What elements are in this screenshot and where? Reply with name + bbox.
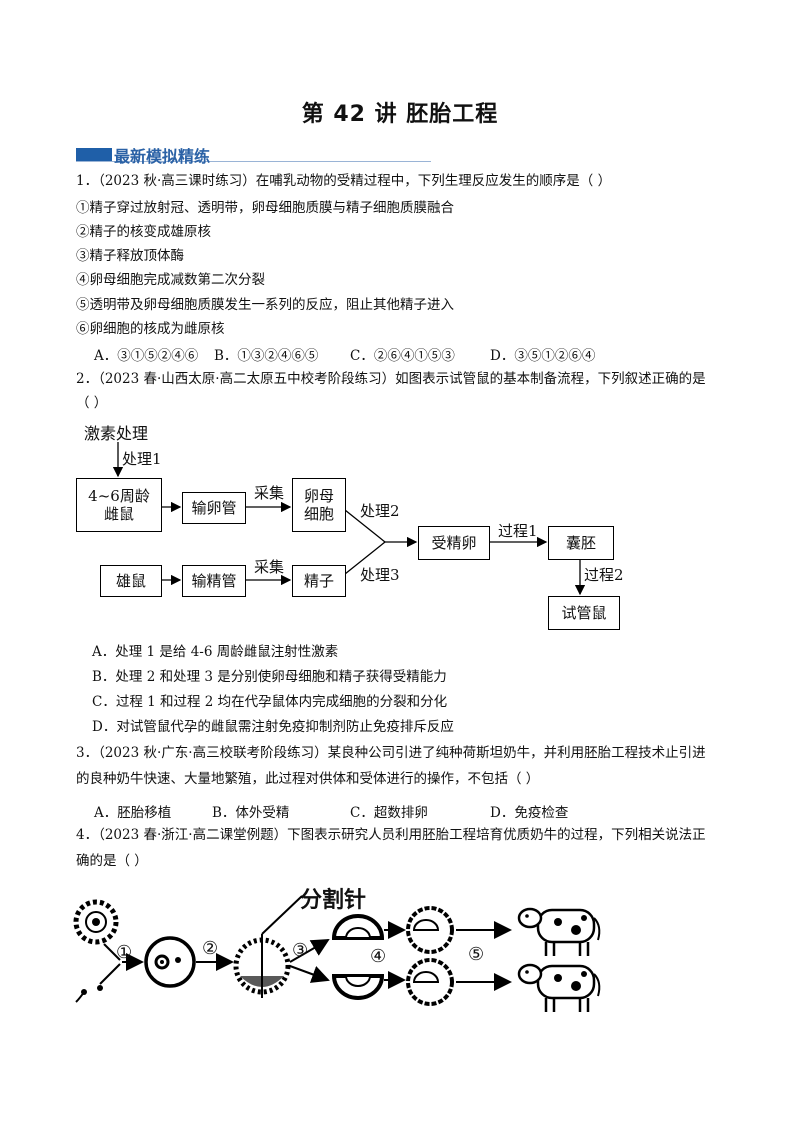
treat1-label: 处理1 <box>122 450 162 468</box>
q3-option-a: A．胚胎移植 <box>94 805 172 821</box>
section-underline <box>76 161 431 162</box>
step-3-label: ③ <box>292 940 309 961</box>
embryo-top-restored <box>406 906 454 954</box>
section-header: 最新模拟精练 <box>76 145 436 167</box>
section-bar-decoration <box>76 148 112 161</box>
male-mouse-box: 雄鼠 <box>100 565 162 597</box>
half-embryo-bottom <box>331 974 385 1000</box>
embryo-split-diagram: 分割针 <box>0 880 800 1030</box>
q3-stem-cont: 的良种奶牛快速、大量地繁殖，此过程对供体和受体进行的操作，不包括（ ） <box>76 771 540 787</box>
q1-item: ②精子的核变成雄原核 <box>76 224 211 240</box>
blastocyst-box: 囊胚 <box>548 526 614 560</box>
half-embryo-top <box>331 914 385 940</box>
treat3-label: 处理3 <box>360 566 400 584</box>
q3-stem: 3．（2023 秋·广东·高三校联考阶段练习）某良种公司引进了纯种荷斯坦奶牛，并… <box>76 745 706 761</box>
oocyte-illustration <box>73 899 119 945</box>
step-1-label: ① <box>116 942 133 963</box>
page-title: 第 42 讲 胚胎工程 <box>301 102 499 127</box>
q1-option-c: C．②⑥④①⑤③ <box>350 348 455 364</box>
embryo-illustration <box>73 895 601 1012</box>
oocyte-box: 卵母 细胞 <box>292 478 346 532</box>
collect1-label: 采集 <box>254 484 285 502</box>
step-2-label: ② <box>202 938 219 959</box>
needle-label: 分割针 <box>300 888 367 913</box>
step-5-label: ⑤ <box>468 944 485 965</box>
q1-option-a: A．③①⑤②④⑥ <box>94 348 199 364</box>
test-mouse-box: 试管鼠 <box>548 596 620 630</box>
treat2-label: 处理2 <box>360 502 400 520</box>
q1-item: ⑥卵细胞的核成为雌原核 <box>76 321 225 337</box>
q3-option-d: D．免疫检查 <box>490 805 569 821</box>
q1-stem: 1．（2023 秋·高三课时练习）在哺乳动物的受精过程中，下列生理反应发生的顺序… <box>76 173 612 189</box>
q1-item: ③精子释放顶体酶 <box>76 248 184 264</box>
q4-stem: 4．（2023 春·浙江·高二课堂例题）下图表示研究人员利用胚胎工程培育优质奶牛… <box>76 827 706 843</box>
collect2-label: 采集 <box>254 558 285 576</box>
sperm-box: 精子 <box>292 565 346 597</box>
vas-box: 输精管 <box>182 565 246 597</box>
hormone-label: 激素处理 <box>84 424 149 443</box>
female-mouse-box: 4~6周龄 雌鼠 <box>76 478 162 532</box>
cow-icon <box>517 963 601 1012</box>
cow-icon <box>517 907 601 956</box>
q2-option-d: D．对试管鼠代孕的雌鼠需注射免疫抑制剂防止免疫排斥反应 <box>92 719 454 735</box>
process1-label: 过程1 <box>498 522 538 540</box>
section-label: 最新模拟精练 <box>114 147 211 166</box>
sperm-illustration <box>75 985 103 1003</box>
q1-item: ①精子穿过放射冠、透明带，卵母细胞质膜与精子细胞质膜融合 <box>76 200 454 216</box>
blastocyst-illustration <box>233 895 303 998</box>
q2-option-b: B．处理 2 和处理 3 是分别使卵母细胞和精子获得受精能力 <box>92 669 447 685</box>
flow-diagram: 激素处理 处理1 4~6周龄 雌鼠 输卵管 采集 卵母 细胞 处理2 受精卵 过… <box>0 418 800 633</box>
q2-option-a: A．处理 1 是给 4-6 周龄雌鼠注射性激素 <box>92 644 339 660</box>
q2-stem-cont: （ ） <box>76 395 108 411</box>
q3-option-c: C．超数排卵 <box>350 805 428 821</box>
q2-stem: 2．（2023 春·山西太原·高二太原五中校考阶段练习）如图表示试管鼠的基本制备… <box>76 371 706 387</box>
zygote-illustration <box>144 936 196 988</box>
zygote-box: 受精卵 <box>418 526 490 560</box>
q1-item: ⑤透明带及卵母细胞质膜发生一系列的反应，阻止其他精子进入 <box>76 297 454 313</box>
q1-item: ④卵母细胞完成减数第二次分裂 <box>76 272 265 288</box>
flow-arrows <box>112 442 586 596</box>
q3-option-b: B．体外受精 <box>212 805 290 821</box>
process2-label: 过程2 <box>584 566 624 584</box>
oviduct-box: 输卵管 <box>182 492 246 524</box>
step-4-label: ④ <box>370 946 387 967</box>
q1-option-b: B．①③②④⑥⑤ <box>214 348 319 364</box>
q2-option-c: C．过程 1 和过程 2 均在代孕鼠体内完成细胞的分裂和分化 <box>92 694 448 710</box>
q1-option-d: D．③⑤①②⑥④ <box>490 348 596 364</box>
embryo-bottom-restored <box>406 958 454 1006</box>
q4-stem-cont: 确的是（ ） <box>76 853 148 869</box>
